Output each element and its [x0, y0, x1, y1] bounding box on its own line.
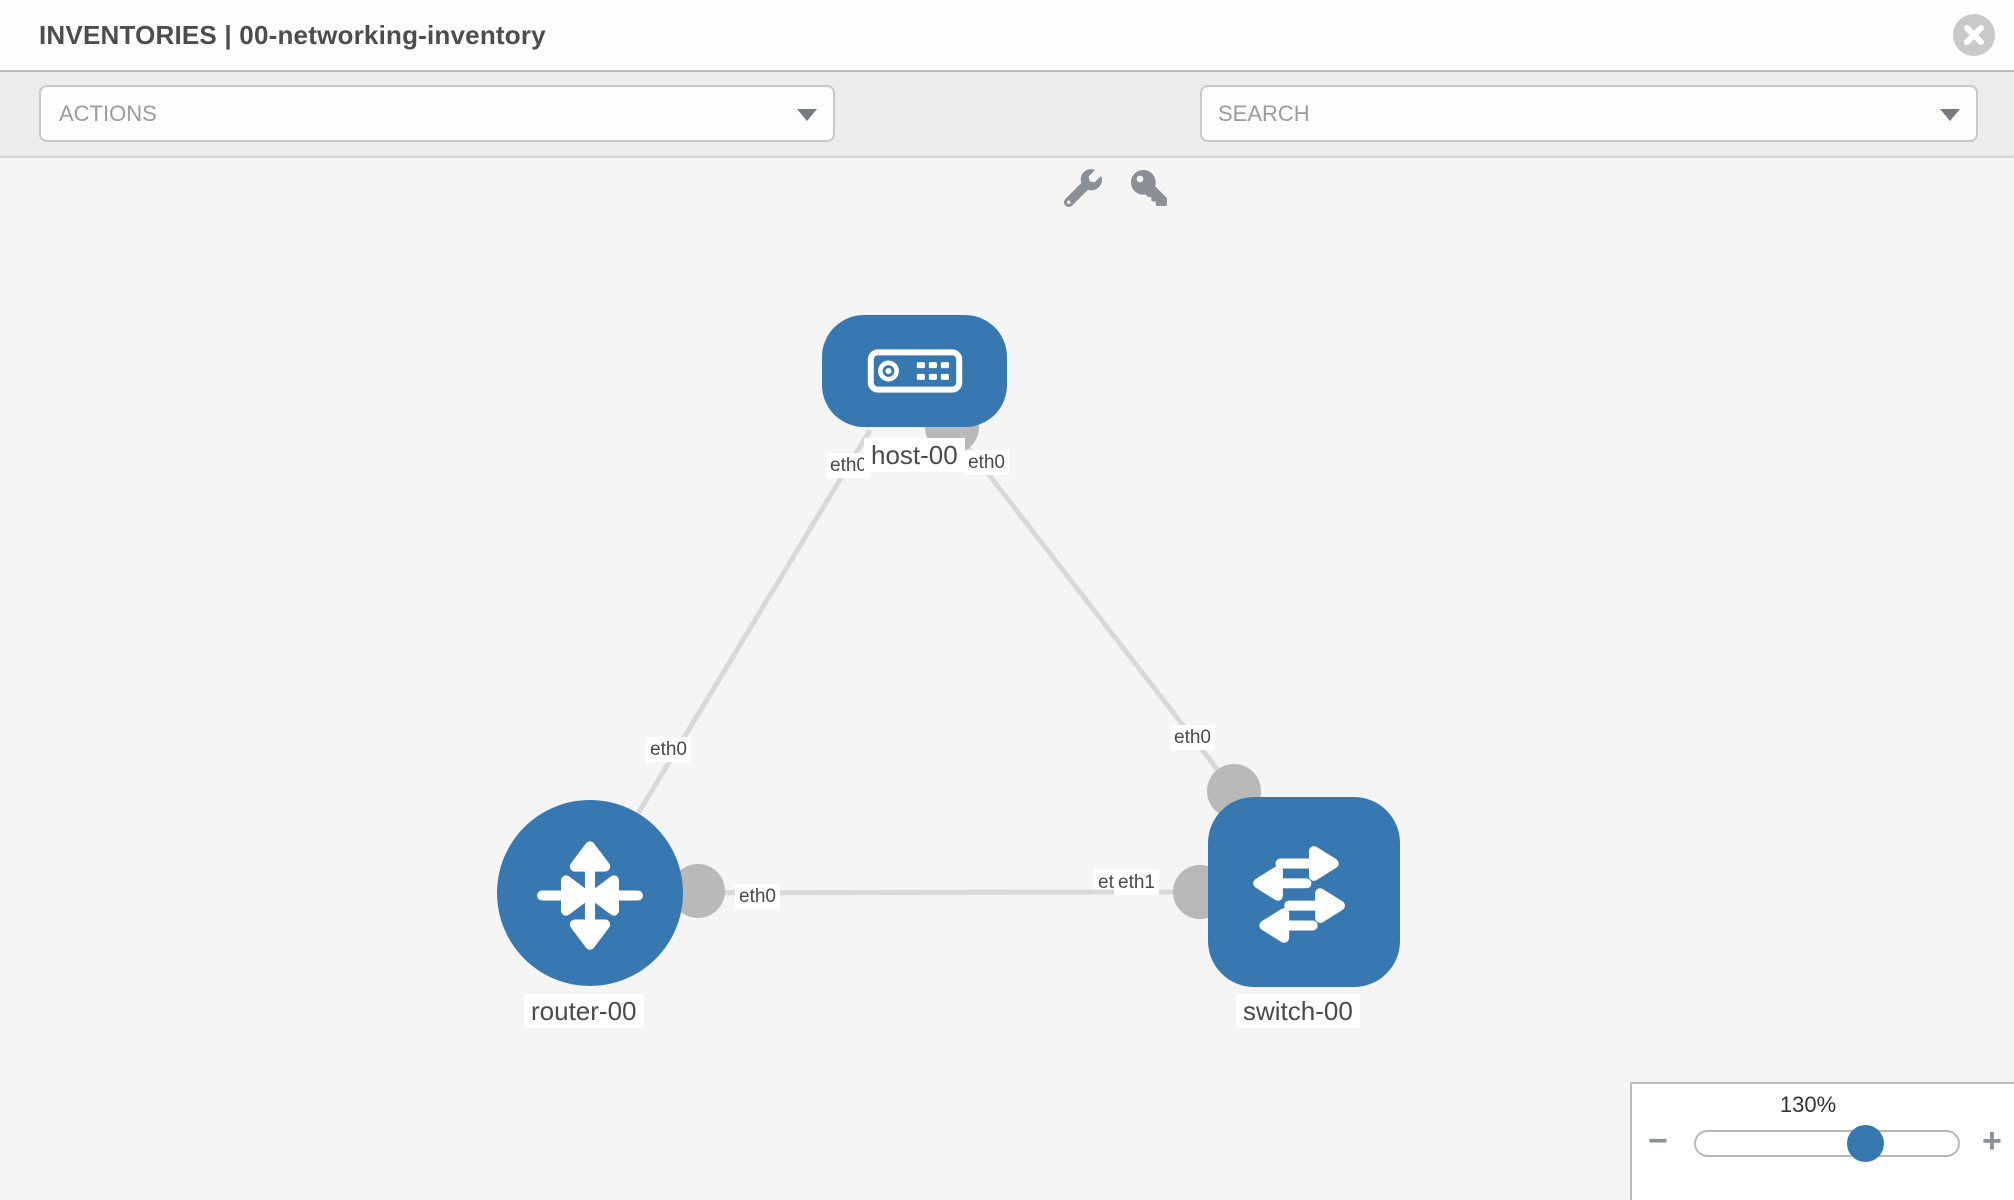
- zoom-out-button[interactable]: −: [1648, 1122, 1668, 1160]
- search-input[interactable]: [1202, 87, 1976, 140]
- node-label-host-00: host-00: [864, 438, 965, 472]
- zoom-in-button[interactable]: +: [1982, 1122, 2002, 1160]
- interface-label: eth0: [1170, 725, 1215, 750]
- topology-canvas[interactable]: [0, 158, 2014, 1200]
- interface-label: eth0: [964, 450, 1009, 475]
- node-switch-00[interactable]: [1208, 797, 1400, 987]
- zoom-slider-track[interactable]: [1694, 1125, 1960, 1162]
- interface-label: eth0: [826, 453, 871, 478]
- zoom-slider-thumb[interactable]: [1847, 1125, 1884, 1162]
- wrench-icon: [1064, 169, 1102, 207]
- actions-dropdown-label: ACTIONS: [59, 100, 157, 126]
- zoom-level-label: 130%: [1779, 1092, 1837, 1117]
- zoom-panel: 130% − +: [1630, 1082, 2014, 1200]
- switch-icon: [1253, 846, 1345, 943]
- toolbar: ACTIONS: [0, 72, 2014, 207]
- search-dropdown[interactable]: [1200, 85, 1978, 142]
- key-icon: [1131, 170, 1167, 206]
- header: INVENTORIES | 00-networking-inventory: [0, 0, 2014, 72]
- page-title: INVENTORIES | 00-networking-inventory: [39, 19, 546, 50]
- wrench-button[interactable]: [1060, 165, 1106, 211]
- router-icon: [537, 841, 643, 950]
- node-host-00[interactable]: [822, 315, 1007, 427]
- link-layer: [587, 425, 1236, 896]
- chevron-down-icon: [1940, 109, 1960, 121]
- key-button[interactable]: [1126, 165, 1172, 211]
- node-label-switch-00: switch-00: [1236, 994, 1360, 1028]
- close-button[interactable]: [1953, 14, 1995, 56]
- interface-label: eth1: [1114, 870, 1159, 895]
- host-icon: [867, 349, 962, 393]
- close-icon: [1964, 25, 1984, 45]
- interface-label: eth0: [735, 884, 780, 909]
- node-label-router-00: router-00: [524, 994, 644, 1028]
- actions-dropdown[interactable]: ACTIONS: [39, 85, 835, 142]
- interface-label: eth0: [646, 737, 691, 762]
- node-router-00[interactable]: [497, 800, 683, 986]
- chevron-down-icon: [797, 109, 817, 121]
